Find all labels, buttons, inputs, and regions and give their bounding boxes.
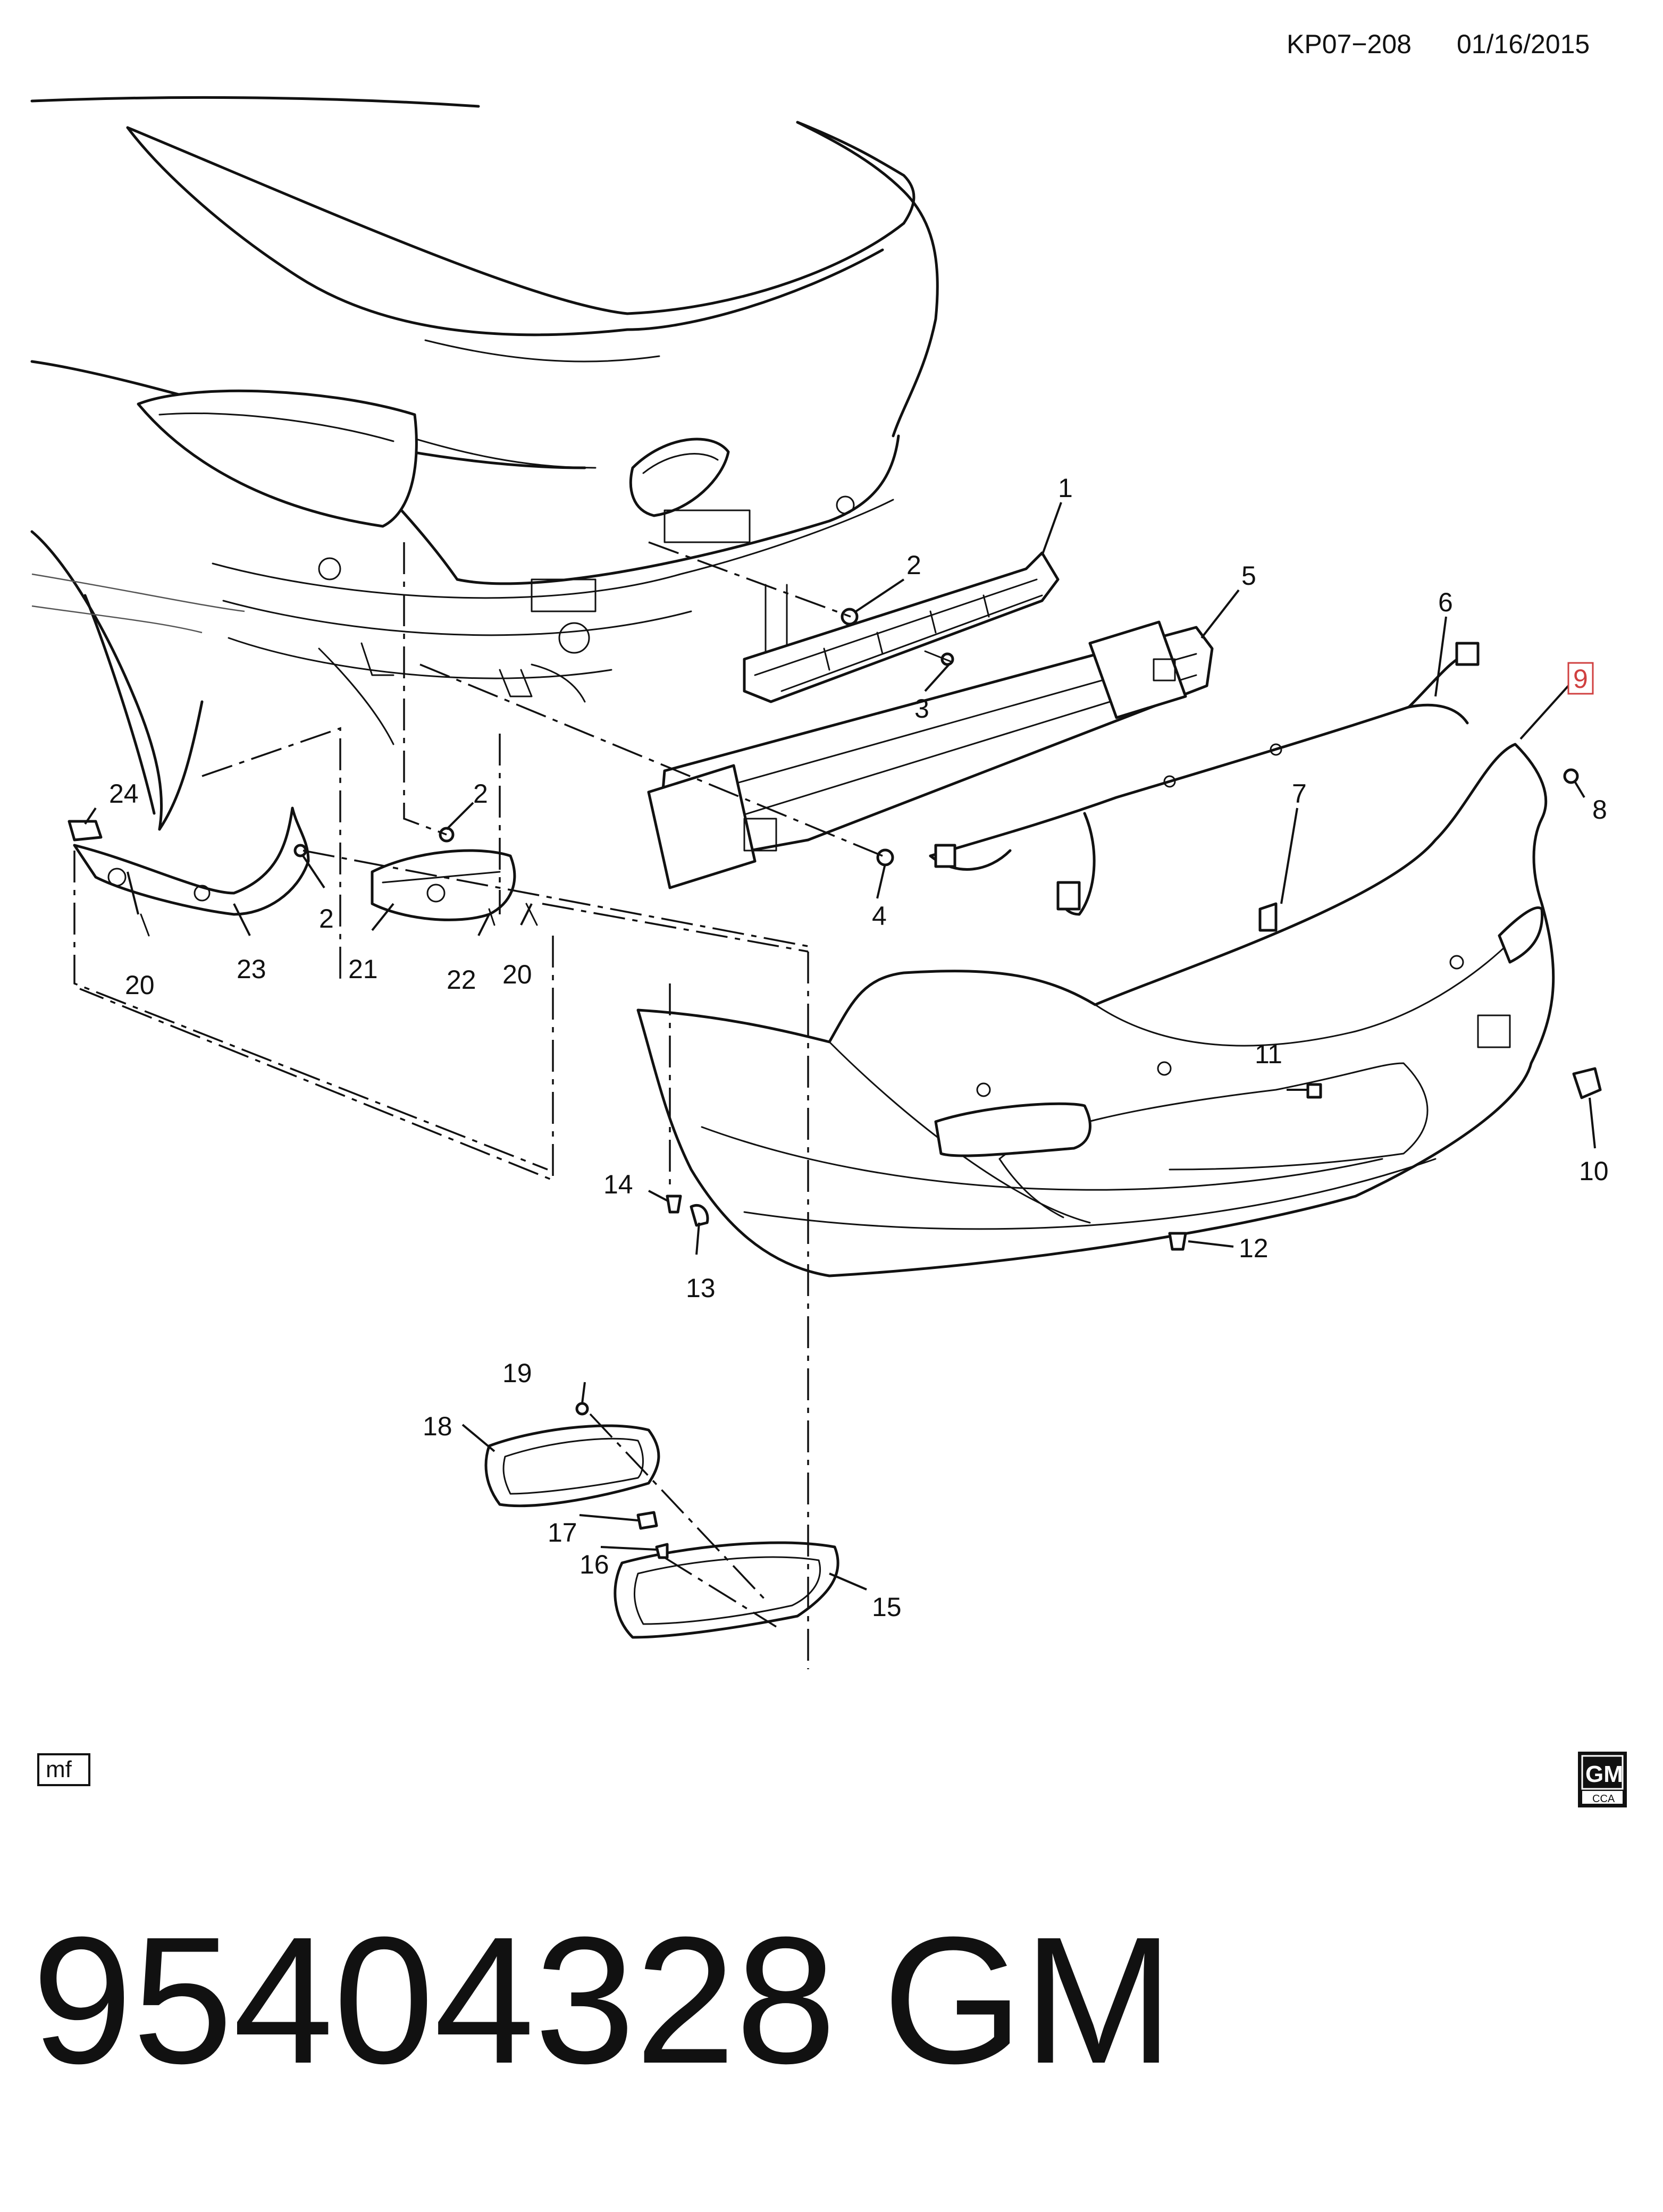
callout-2-lower: 2	[473, 779, 488, 809]
callout-22: 22	[447, 965, 476, 995]
callout-7: 7	[1292, 779, 1307, 809]
callout-8: 8	[1592, 795, 1607, 825]
nut-13	[690, 1204, 709, 1227]
callout-20-right: 20	[502, 960, 532, 989]
clip-24	[68, 820, 103, 842]
car-body-outline	[30, 96, 939, 831]
left-bracket-23	[73, 806, 310, 916]
leader-lines	[84, 502, 1596, 1591]
lamp-bezel-15	[614, 1541, 839, 1639]
callout-10: 10	[1579, 1156, 1609, 1186]
mf-tag: mf	[37, 1753, 90, 1786]
callout-17: 17	[548, 1518, 577, 1547]
nut-19	[575, 1402, 589, 1416]
callout-9: 9	[1573, 664, 1588, 694]
mf-tag-text: mf	[46, 1756, 72, 1782]
bumper-fascia	[636, 743, 1555, 1277]
callout-24: 24	[109, 779, 139, 809]
fasteners	[140, 608, 1602, 1559]
callout-19: 19	[502, 1358, 532, 1388]
center-bracket-21	[371, 849, 516, 921]
cover-10	[1572, 1067, 1602, 1099]
callout-20-left: 20	[125, 970, 155, 1000]
reflector-lamp-18	[484, 1424, 660, 1508]
callout-2-left: 2	[319, 904, 334, 933]
part-number: 95404328	[32, 1899, 836, 2101]
callout-1: 1	[1058, 473, 1073, 503]
callout-23: 23	[237, 954, 266, 984]
gm-logo-letters: GM	[1585, 1761, 1623, 1787]
clip-7	[1258, 902, 1278, 932]
callout-9-highlight-box	[1567, 662, 1594, 695]
retainer-11	[1306, 1083, 1322, 1099]
illustration-date: 01/16/2015	[1457, 29, 1590, 59]
screw-17	[636, 1511, 658, 1530]
bumper-reinforcement-beam	[647, 620, 1214, 889]
callout-18: 18	[423, 1411, 452, 1441]
brand-name: GM	[883, 1899, 1174, 2101]
callout-6: 6	[1438, 587, 1453, 617]
screw-16	[655, 1543, 669, 1559]
callout-4: 4	[872, 901, 887, 931]
callout-16: 16	[579, 1550, 609, 1579]
callout-15: 15	[872, 1592, 902, 1622]
nut-4	[876, 848, 894, 867]
illustration-code: KP07−208	[1287, 29, 1412, 59]
callout-labels: 1 2 3 4 5 6 7 8 9 10 11 12 13 14 15 16 1…	[109, 473, 1609, 1622]
callout-13: 13	[686, 1273, 716, 1303]
screw-12	[1168, 1232, 1187, 1251]
callout-5: 5	[1241, 561, 1256, 591]
screw-14	[666, 1195, 682, 1214]
callout-3: 3	[914, 694, 929, 724]
gm-logo: GM CCA	[1578, 1752, 1627, 1807]
callout-21: 21	[348, 954, 378, 984]
gm-logo-subtext: CCA	[1592, 1793, 1615, 1805]
plug-8	[1563, 768, 1579, 784]
wiring-harness	[929, 642, 1480, 916]
callout-2-upper: 2	[906, 550, 921, 580]
alignment-lines	[73, 541, 883, 1669]
callout-12: 12	[1239, 1233, 1269, 1263]
energy-absorber	[743, 551, 1060, 703]
callout-14: 14	[603, 1170, 633, 1199]
callout-11: 11	[1255, 1039, 1282, 1069]
